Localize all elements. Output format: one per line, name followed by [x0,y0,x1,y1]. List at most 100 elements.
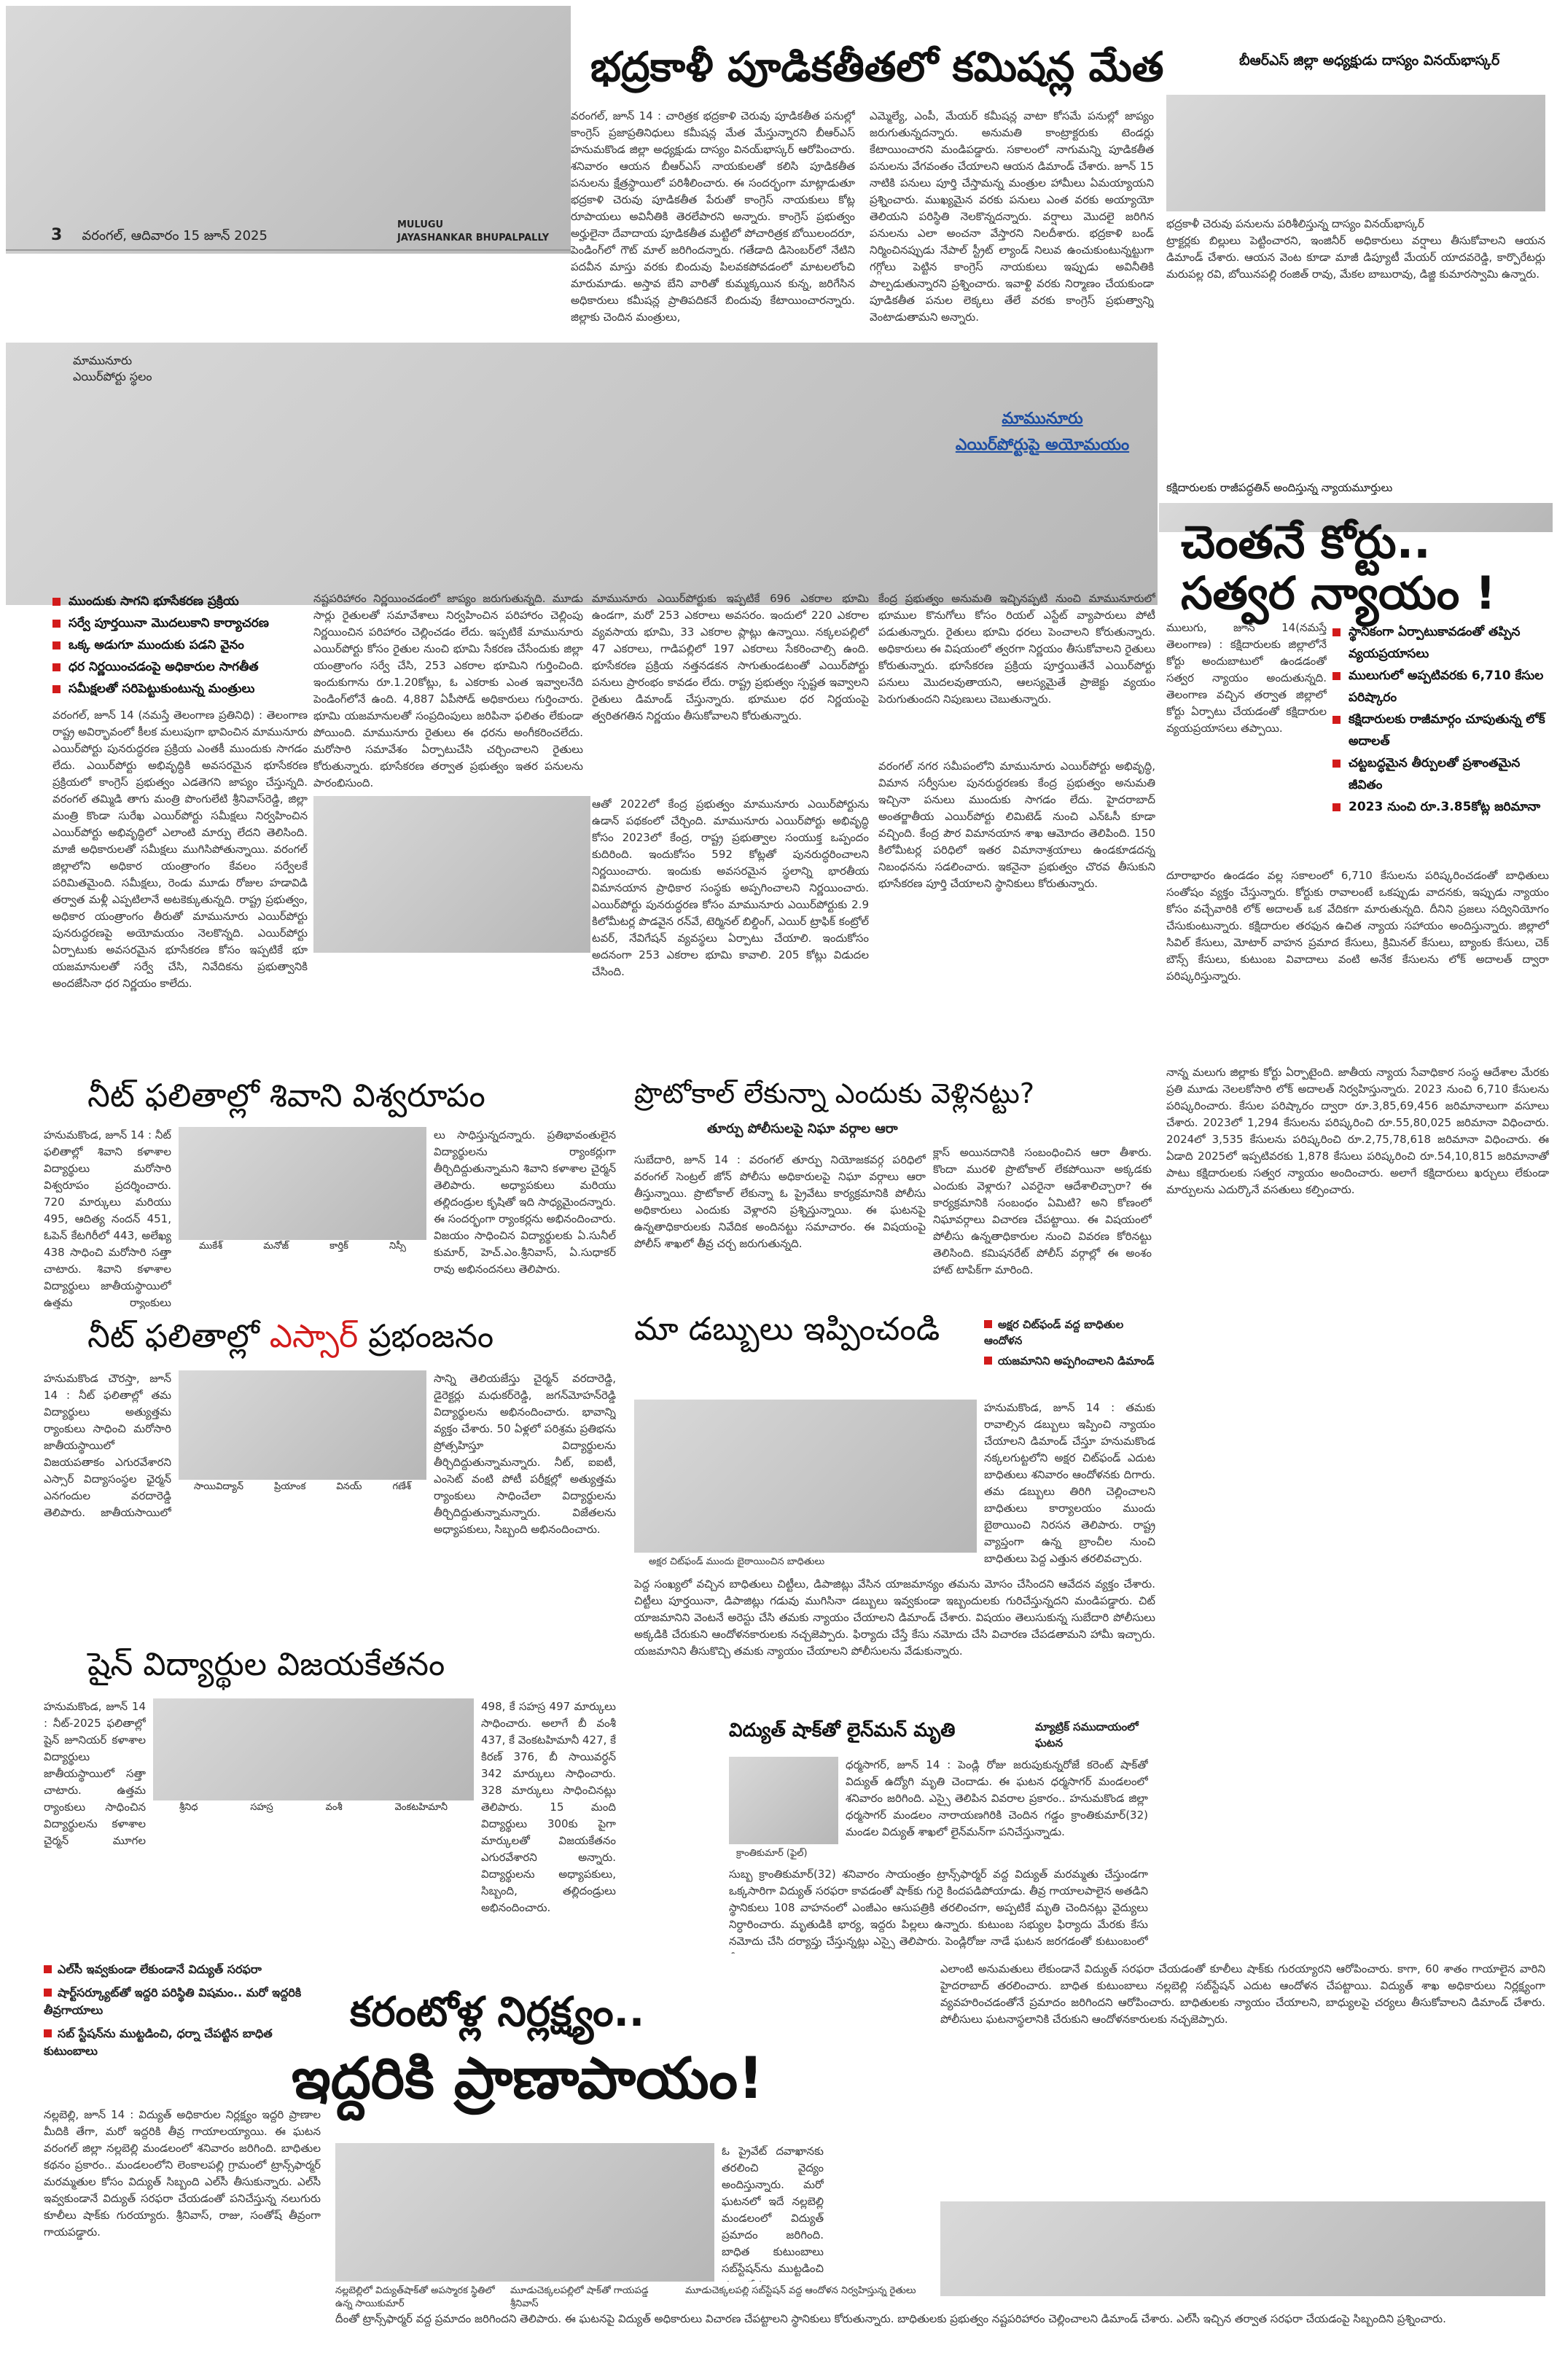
court-bullets: స్థానికంగా ఏర్పాటుకావడంతో తప్పిన వ్యయప్ర… [1332,621,1548,818]
neet2-name: వినయ్ [336,1481,362,1492]
electric-col-full: సుబ్బ క్రాంతికుమార్(32) శనివారం సాయంత్రం… [729,1868,1148,1954]
neet2-headline-pre: నీట్ ఫలితాల్లో [87,1318,270,1355]
shine-name: సహస్ర [250,1802,273,1813]
mamunuru-section: మామునూరు ఎయిర్‌పోర్టు స్థలం మామునూరు ఎయి… [0,343,1159,1079]
electric-side-kicker: మ్యాట్రిక్‌ సముదాయంలో ఘటన [1035,1720,1139,1749]
court-photo [1159,503,1553,532]
neet2-col2: సాన్ని తెలియజేస్తు చైర్మన్ వరదారెడ్డి, డ… [434,1372,616,1536]
inspection-photo [1166,95,1545,211]
district-mulugu: MULUGU [397,219,444,230]
mamunuru-bullet: ధర నిర్ణయించడంపై అధికారుల సాగతీత [52,656,308,678]
shine-col1: హనుమకొండ, జూన్ 14 : నీట్-2025 ఫలితాల్లో … [44,1700,146,1852]
edition-line: వరంగల్, ఆదివారం 15 జూన్ 2025 [82,228,268,243]
court-col-full: దూరాభారం ఉండడం వల్ల సకాలంలో 6,710 కేసులన… [1166,869,1549,983]
neet2-headline-accent: ఎస్సార్ [269,1318,359,1355]
neet2-col1: హనుమకొండ చౌరస్తా, జూన్ 14 : నీట్ ఫలితాల్… [44,1372,171,1516]
mamunuru-col4: కేంద్ర ప్రభుత్వం అనుమతి ఇచ్చినప్పటి నుంచ… [878,592,1155,706]
neet1-name: ముకేశ్ [199,1241,223,1252]
mamunuru-col5: ఆతో 2022లో కేంద్ర ప్రభుత్వం మామునూరు ఎయి… [592,797,869,978]
neet2-headline-post: ప్రభంజనం [358,1318,494,1355]
electric-section: విద్యుత్ షాక్‌తో లైన్‌మన్ మృతి మ్యాట్రిక… [729,1720,1152,1961]
court-bullet: కక్షిదారులకు రాజీమార్గం చూపుతున్న లోక్ అ… [1332,709,1548,752]
money-section: మా డబ్బులు ఇప్పించండి అక్షర చిట్‌ఫండ్ వద… [634,1311,1159,1720]
current-section: ఎల్‌సీ ఇవ్వకుండా లేకుండానే విద్యుత్ సరఫర… [44,1961,1553,2376]
neet2-name: ప్రియాంక [273,1481,306,1492]
neet2-headline: నీట్ ఫలితాల్లో ఎస్సార్ ప్రభంజనం [87,1319,493,1354]
current-caption3: మూడుచెక్కలపల్లి సబ్‌స్టేషన్ వద్ద ఆందోళన … [685,2285,916,2296]
top-story-col1: వరంగల్, జూన్ 14 : చారిత్రక భద్రకాళి చెరు… [571,109,855,324]
current-headline-line2: ఇద్దరికి ప్రాణాపాయం! [292,2046,764,2112]
money-col-full: పెద్ద సంఖ్యలో వచ్చిన బాధితులు చిట్టీలు, … [634,1577,1155,1658]
current-col2: ఓ ప్రైవేట్ దవాఖానకు తరలించి వైద్యం అందిస… [722,2145,824,2282]
mamunuru-bullet: సర్వే పూర్తయినా మొదలుకాని కార్యాచరణ [52,612,308,634]
shine-name: శ్రీనిధ [179,1802,198,1813]
protocol-headline: ప్రొటోకాల్ లేకున్నా ఎందుకు వెళ్లినట్టు? [634,1077,1035,1109]
airport-caption-line1: మామునూరు [73,354,132,367]
electric-photo-caption: క్రాంతికుమార్ (ఫైల్) [736,1848,808,1859]
airport-land-photo [6,343,1158,605]
shine-section: షైన్ విద్యార్థుల విజయకేతనం హనుమకొండ, జూన… [44,1647,620,1954]
chitfund-protest-photo [634,1400,977,1553]
top-story-section: భద్రకాళీ పూడికతీతలో కమిషన్ల మేత బీఆర్ఎస్… [0,0,1557,379]
shine-students-photo [153,1698,474,1800]
money-bullets: అక్షర చిట్‌ఫండ్ వద్ద బాధితుల ఆందోళన యజమా… [984,1316,1155,1369]
neet2-col-extra [44,1523,426,1633]
kranthi-kumar-photo [729,1757,838,1844]
top-story-side-kicker: బీఆర్ఎస్ జిల్లా అధ్యక్షుడు దాస్యం వినయ్‌… [1239,52,1500,69]
neet1-col1: హనుమకొండ, జూన్ 14 : నీట్ ఫలితాల్లో శివాన… [44,1128,171,1309]
court-headline-line2: సత్వర న్యాయం ! [1181,566,1496,620]
court-bullet: 2023 నుంచి రూ.3.85కోట్ల జరిమానా [1332,796,1548,818]
current-bullet: షార్ట్‌సర్క్యూట్‌తో ఇద్దరి పరిస్థితి విష… [44,1986,302,2017]
mamunuru-headline-line2: ఎయిర్‌పోర్టుపై అయోమయం [955,436,1130,454]
protocol-col1: సుబేదారి, జూన్ 14 : వరంగల్ తూర్పు నియోజక… [634,1153,926,1250]
airport-photo-caption: మామునూరు ఎయిర్‌పోర్టు స్థలం [73,353,152,385]
current-caption1: నల్లబెల్లిలో విద్యుత్‌షాక్‌తో అపస్మారక స… [335,2285,495,2309]
shine-col2: 498, కే సహస్ర 497 మార్కులు సాధించారు. అల… [481,1700,616,1914]
money-bullet: అక్షర చిట్‌ఫండ్ వద్ద బాధితుల ఆందోళన [984,1318,1124,1347]
neet2-section: నీట్ ఫలితాల్లో ఎస్సార్ ప్రభంజనం హనుమకొండ… [44,1319,620,1640]
electric-col1: ధర్మసాగర్, జూన్ 14 : పెండ్లి రోజు జరుపుక… [846,1758,1148,1838]
court-bullet: స్థానికంగా ఏర్పాటుకావడంతో తప్పిన వ్యయప్ర… [1332,621,1548,665]
shine-name: వంశీ [325,1802,343,1813]
mamunuru-bullet: ఒక్క అడుగూ ముందుకు పడని వైనం [52,634,308,656]
current-caption2: మూడుచెక్కలపల్లిలో షాక్‌తో గాయపడ్డ శ్రీని… [510,2285,649,2309]
court-bullet: చట్టబద్ధమైన తీర్పులతో ప్రశాంతమైన జీవితం [1332,752,1548,796]
neet1-name: కార్తిక్ [329,1241,348,1252]
district-bhupalpally: JAYASHANKAR BHUPALPALLY [397,233,550,243]
mamunuru-bullet: ముందుకు సాగని భూసేకరణ ప్రక్రియ [52,590,308,612]
current-substation-photo [940,2201,1545,2296]
page-header: 3 వరంగల్, ఆదివారం 15 జూన్ 2025 [51,226,561,246]
mamunuru-col3: మామునూరు ఎయిర్‌పోర్టుకు ఇప్పటికే 696 ఎకర… [592,592,869,722]
protocol-col2: క్లాస్ అయినదానికి సంబంధించిన ఆరా తీశారు.… [933,1146,1152,1276]
neet1-students-photo [179,1127,426,1240]
mamunuru-headline: మామునూరు ఎయిర్‌పోర్టుపై అయోమయం [933,410,1152,458]
neet1-headline: నీట్ ఫలితాల్లో శివాని విశ్వరూపం [87,1077,485,1115]
mamunuru-bullet: సమీక్షలతో సరిపెట్టుకుంటున్న మంత్రులు [52,678,308,700]
court-bullet: ములుగులో అప్పటివరకు 6,710 కేసుల పరిష్కార… [1332,665,1548,709]
current-headline-line1: కరంటోళ్ల నిర్లక్ష్యం.. [350,1989,645,2036]
court-col2: నాన్న మలుగు జిల్లాకు కోర్టు ఏర్పాటైంది. … [1166,1066,1549,1196]
neet1-name: మనోజ్ [263,1241,289,1252]
neet1-name: నిస్సీ [389,1241,406,1252]
current-col3: ఎలాంటి అనుమతులు లేకుండానే విద్యుత్ సరఫరా… [940,1962,1545,2026]
protocol-subhead: తూర్పు పోలీసులపై నిఘా వర్గాల ఆరా [707,1121,898,1136]
mamunuru-col2: నష్టపరిహారం నిర్ణయించడంలో జాప్యం జరుగుతు… [313,592,583,787]
districts-label: MULUGU JAYASHANKAR BHUPALPALLY [397,219,549,245]
current-victims-photo [335,2143,714,2282]
court-kicker: కక్షిదారులకు రాజీపద్ధతిన్ అందిస్తున్న న్… [1166,481,1393,494]
neet1-names: ముకేశ్ మనోజ్ కార్తిక్ నిస్సీ [179,1241,426,1254]
money-col1: హనుమకొండ, జూన్ 14 : తమకు రావాల్సిన డబ్బు… [984,1401,1155,1565]
court-col1: ములుగు, జూన్ 14(నమస్తే తెలంగాణ) : కక్షిద… [1166,621,1327,735]
money-photo-caption: అక్షర చిట్‌ఫండ్ ముందు బైఠాయించిన బాధితుల… [649,1556,825,1567]
neet2-students-photo [179,1370,426,1480]
current-bottom-text: దీంతో ట్రాన్స్‌ఫార్మర్ వద్ద ప్రమాదం జరిగ… [335,2312,1446,2325]
current-bullet: ఎల్‌సీ ఇవ్వకుండా లేకుండానే విద్యుత్ సరఫర… [44,1961,321,1978]
neet1-section: నీట్ ఫలితాల్లో శివాని విశ్వరూపం హనుమకొండ… [44,1077,620,1319]
electric-headline: విద్యుత్ షాక్‌తో లైన్‌మన్ మృతి [729,1720,956,1741]
vinay-bhaskar-photo [6,6,571,254]
court-section: కక్షిదారులకు రాజీపద్ధతిన్ అందిస్తున్న న్… [1159,474,1557,1239]
page-number: 3 [51,226,63,244]
airport-caption-line2: ఎయిర్‌పోర్టు స్థలం [73,370,152,383]
airport-map-photo [313,796,590,953]
current-bullets: ఎల్‌సీ ఇవ్వకుండా లేకుండానే విద్యుత్ సరఫర… [44,1961,321,2060]
